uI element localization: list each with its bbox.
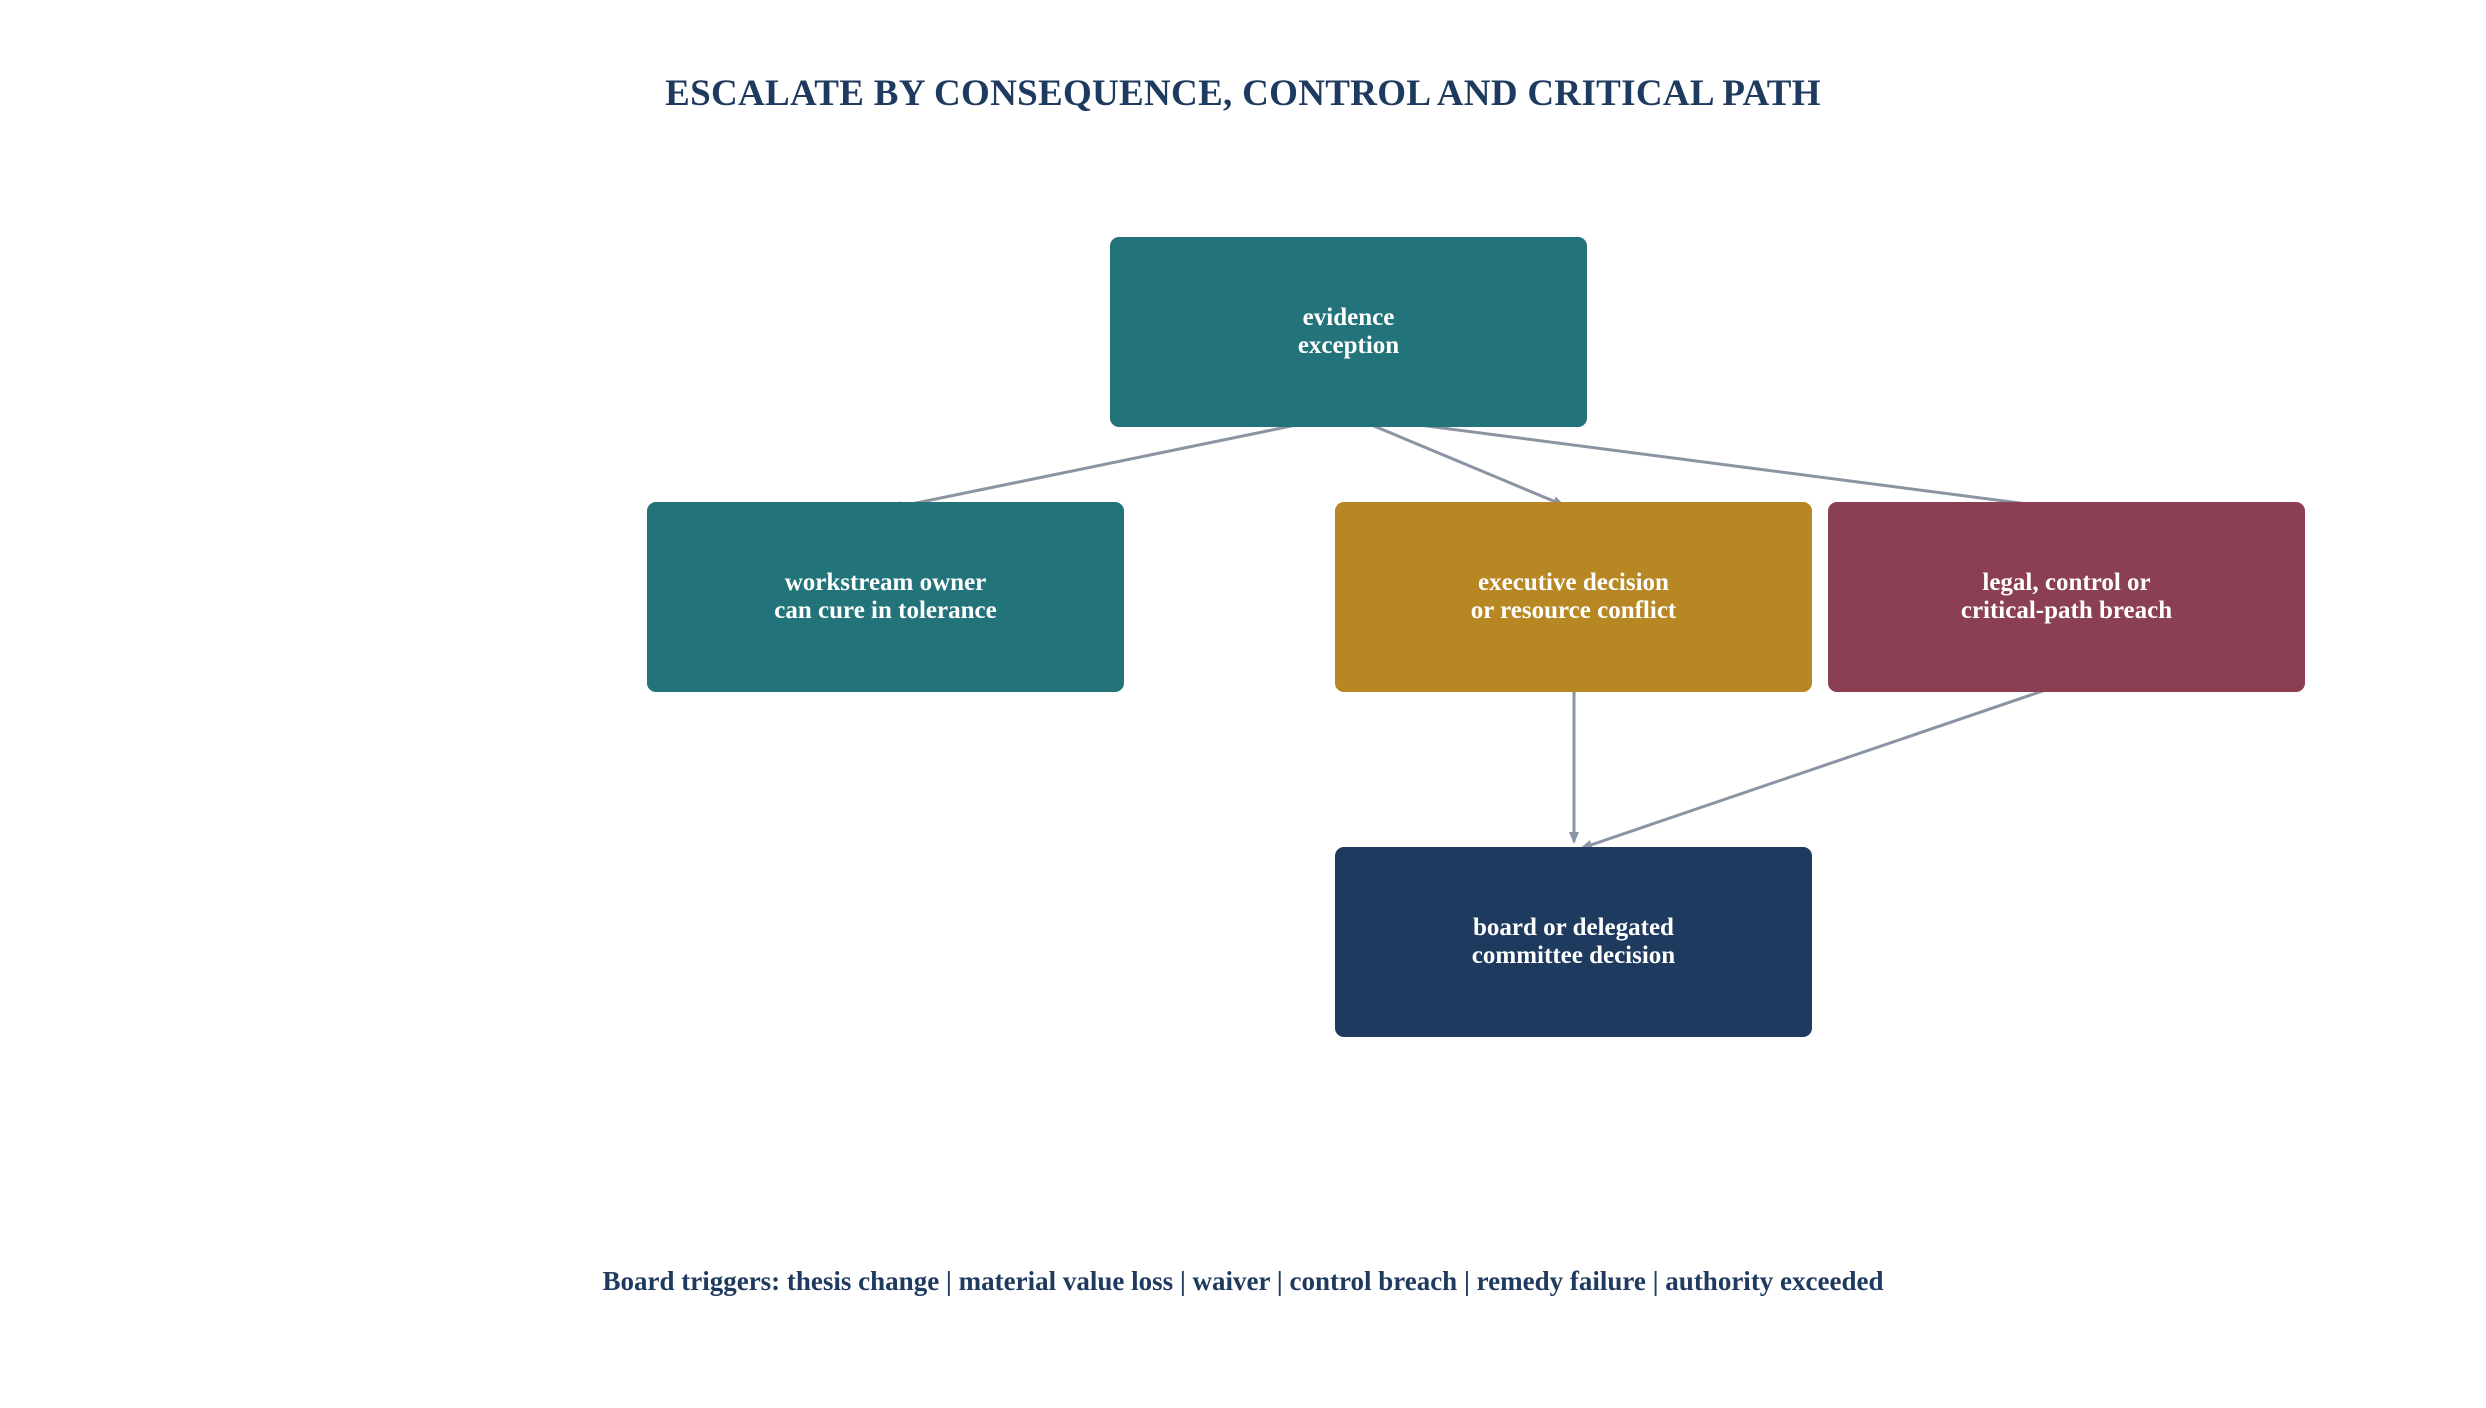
- node-workstream-owner: workstream owner can cure in tolerance: [647, 502, 1124, 692]
- edge-evidence-to-legal: [1349, 414, 2060, 512]
- node-board-decision: board or delegated committee decision: [1335, 847, 1812, 1037]
- edge-evidence-to-workstream: [890, 414, 1341, 511]
- node-workstream-label: workstream owner can cure in tolerance: [774, 569, 997, 624]
- node-legal-breach: legal, control or critical-path breach: [1828, 502, 2305, 692]
- node-evidence-exception: evidence exception: [1110, 237, 1587, 427]
- node-executive-decision: executive decision or resource conflict: [1335, 502, 1812, 692]
- node-executive-label: executive decision or resource conflict: [1470, 569, 1677, 624]
- board-triggers-footer: Board triggers: thesis change | material…: [602, 1266, 1884, 1296]
- edge-evidence-to-executive: [1349, 414, 1565, 507]
- diagram-title: ESCALATE BY CONSEQUENCE, CONTROL AND CRI…: [665, 73, 1821, 114]
- node-evidence-label: evidence exception: [1297, 304, 1400, 359]
- node-legal-label: legal, control or critical-path breach: [1960, 569, 2173, 624]
- edge-legal-to-board: [1580, 682, 2064, 850]
- node-board-label: board or delegated committee decision: [1471, 914, 1676, 969]
